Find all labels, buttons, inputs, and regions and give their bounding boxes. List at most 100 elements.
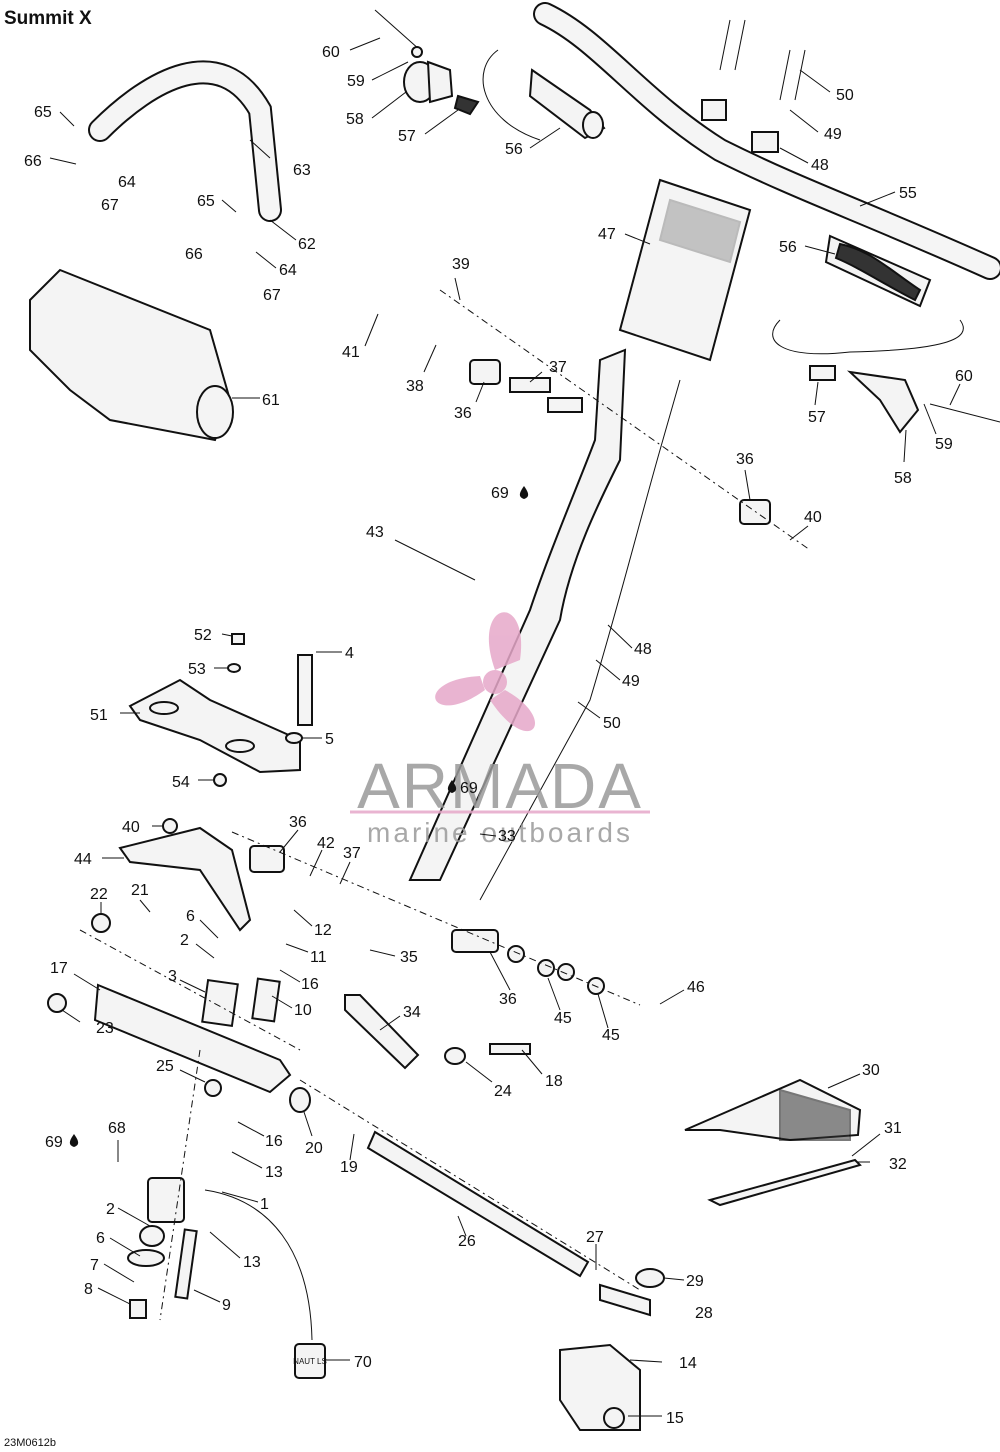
callout-15: 15: [666, 1410, 684, 1427]
callout-67: 67: [263, 287, 281, 304]
callout-13: 13: [243, 1254, 261, 1271]
callout-27: 27: [586, 1229, 604, 1246]
callout-11: 11: [310, 949, 327, 966]
callout-47: 47: [598, 226, 616, 243]
upper-clamps: [701, 19, 806, 153]
callout-26: 26: [458, 1233, 476, 1250]
callout-54: 54: [172, 774, 190, 791]
watermark: ARMADA marine outboards: [350, 612, 650, 848]
callout-2: 2: [180, 932, 189, 949]
diagram-code: 23M0612b: [4, 1437, 56, 1449]
callout-66: 66: [24, 153, 42, 170]
callout-58: 58: [894, 470, 912, 487]
callout-20: 20: [305, 1140, 323, 1157]
callout-7: 7: [90, 1257, 99, 1274]
callout-35: 35: [400, 949, 418, 966]
callout-38: 38: [406, 378, 424, 395]
callout-16: 16: [265, 1133, 283, 1150]
handlebar-riser: [618, 178, 752, 362]
callout-40: 40: [804, 509, 822, 526]
callout-18: 18: [545, 1073, 563, 1090]
callout-55: 55: [899, 185, 917, 202]
callout-30: 30: [862, 1062, 880, 1079]
callout-60: 60: [955, 368, 973, 385]
callout-49: 49: [824, 126, 842, 143]
callout-8: 8: [84, 1281, 93, 1298]
callout-5: 5: [325, 731, 334, 748]
callout-65: 65: [197, 193, 215, 210]
callout-1: 1: [260, 1196, 269, 1213]
callout-65: 65: [34, 104, 52, 121]
callout-67: 67: [101, 197, 119, 214]
support-bracket: [128, 678, 301, 774]
callout-29: 29: [686, 1273, 704, 1290]
callout-36: 36: [454, 405, 472, 422]
drop-icon: [447, 780, 457, 793]
leader-lines: [49, 37, 961, 1417]
callout-59: 59: [347, 73, 365, 90]
callout-9: 9: [222, 1297, 231, 1314]
callout-31: 31: [884, 1120, 902, 1137]
callout-50: 50: [603, 715, 621, 732]
callout-59: 59: [935, 436, 953, 453]
callout-39: 39: [452, 256, 470, 273]
callout-56: 56: [505, 141, 523, 158]
callout-62: 62: [298, 236, 316, 253]
callout-33: 33: [498, 828, 516, 845]
drop-icon: [69, 1134, 79, 1147]
callout-23: 23: [96, 1020, 114, 1037]
callout-12: 12: [314, 922, 332, 939]
tie-rod: [289, 994, 590, 1278]
callout-10: 10: [294, 1002, 312, 1019]
callout-25: 25: [156, 1058, 174, 1075]
callout-69: 69: [45, 1134, 63, 1151]
propeller-icon: [435, 612, 536, 732]
housing-left: [374, 9, 480, 116]
callout-70: 70: [354, 1354, 372, 1371]
callout-36: 36: [289, 814, 307, 831]
steering-column: [408, 348, 681, 901]
callout-64: 64: [279, 262, 297, 279]
column-boot: [684, 1078, 862, 1207]
callout-16: 16: [301, 976, 319, 993]
steering-arm: [93, 826, 292, 1094]
callout-66: 66: [185, 246, 203, 263]
callout-34: 34: [403, 1004, 421, 1021]
callout-32: 32: [889, 1156, 907, 1173]
callout-37: 37: [343, 845, 361, 862]
callout-45: 45: [554, 1010, 572, 1027]
callout-48: 48: [634, 641, 652, 658]
grip-right: [824, 234, 932, 308]
callout-57: 57: [808, 409, 826, 426]
callout-40: 40: [122, 819, 140, 836]
drop-icon: [519, 486, 529, 499]
watermark-brand: ARMADA: [357, 750, 643, 822]
callout-68: 68: [108, 1120, 126, 1137]
callout-56: 56: [779, 239, 797, 256]
callout-58: 58: [346, 111, 364, 128]
callout-28: 28: [695, 1305, 713, 1322]
callout-57: 57: [398, 128, 416, 145]
watermark-tagline: marine outboards: [367, 817, 633, 848]
callout-4: 4: [345, 645, 354, 662]
callouts: 60 59 58 57 56 50 49 48 55 47 56 65 66 6…: [24, 44, 973, 1427]
callout-24: 24: [494, 1083, 512, 1100]
callout-21: 21: [131, 882, 149, 899]
callout-19: 19: [340, 1159, 358, 1176]
callout-64: 64: [118, 174, 136, 191]
ski-leg: [559, 1283, 651, 1431]
callout-69: 69: [460, 780, 478, 797]
callout-61: 61: [262, 392, 280, 409]
nautilus-tube: NAUT LS: [204, 1189, 327, 1379]
callout-37: 37: [549, 359, 567, 376]
diagram-title: Summit X: [4, 8, 92, 29]
callout-13: 13: [265, 1164, 283, 1181]
callout-49: 49: [622, 673, 640, 690]
callout-46: 46: [687, 979, 705, 996]
callout-52: 52: [194, 627, 212, 644]
callout-2: 2: [106, 1201, 115, 1218]
callout-48: 48: [811, 157, 829, 174]
callout-50: 50: [836, 87, 854, 104]
callout-41: 41: [342, 344, 360, 361]
